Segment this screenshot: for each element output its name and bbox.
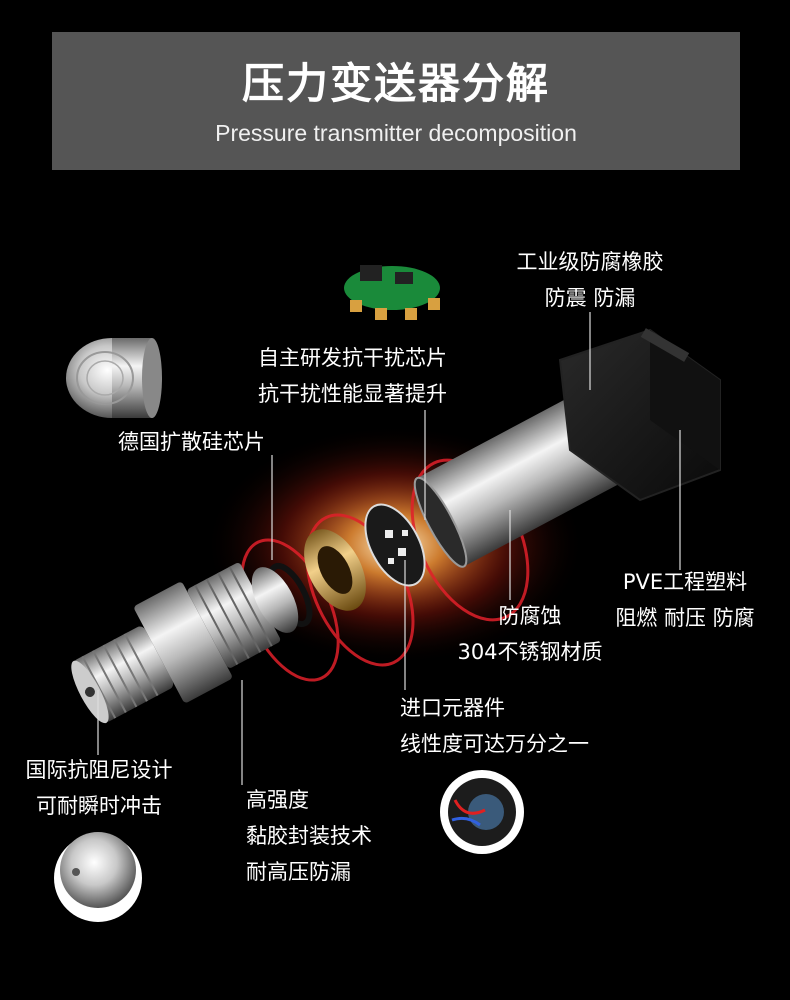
page-subtitle: Pressure transmitter decomposition bbox=[215, 120, 577, 146]
sealing-line-1: 高强度 bbox=[246, 788, 309, 812]
rubber-line-2: 防震 防漏 bbox=[544, 286, 636, 310]
chip-line-2: 抗干扰性能显著提升 bbox=[258, 382, 447, 406]
page-title: 压力变送器分解 bbox=[241, 59, 550, 108]
steel-line-2: 304不锈钢材质 bbox=[457, 640, 603, 664]
silicon-chip-detail bbox=[66, 338, 162, 418]
plastic-line-2: 阻燃 耐压 防腐 bbox=[615, 606, 755, 630]
chip-label: 自主研发抗干扰芯片 抗干扰性能显著提升 bbox=[258, 340, 447, 412]
steel-label: 防腐蚀 304不锈钢材质 bbox=[440, 598, 620, 670]
sealing-line-3: 耐高压防漏 bbox=[246, 860, 351, 884]
title-banner: 压力变送器分解 Pressure transmitter decompositi… bbox=[52, 32, 740, 170]
port-closeup bbox=[54, 832, 142, 922]
component-label: 进口元器件 线性度可达万分之一 bbox=[400, 690, 589, 762]
plastic-label: PVE工程塑料 阻燃 耐压 防腐 bbox=[605, 564, 765, 636]
top-chip-detail bbox=[344, 265, 440, 320]
steel-line-1: 防腐蚀 bbox=[498, 604, 562, 628]
threaded-port bbox=[71, 562, 281, 724]
silicon-line-1: 德国扩散硅芯片 bbox=[118, 430, 265, 454]
wiring-closeup bbox=[440, 770, 524, 854]
chip-line-1: 自主研发抗干扰芯片 bbox=[258, 346, 447, 370]
leader-lines bbox=[97, 312, 681, 785]
damping-line-1: 国际抗阻尼设计 bbox=[25, 758, 173, 782]
silicon-label: 德国扩散硅芯片 bbox=[118, 424, 265, 460]
circuit-board bbox=[364, 503, 426, 587]
damping-line-2: 可耐瞬时冲击 bbox=[36, 794, 162, 818]
rubber-line-1: 工业级防腐橡胶 bbox=[516, 250, 664, 274]
sensor-core bbox=[251, 567, 299, 633]
rubber-label: 工业级防腐橡胶 防震 防漏 bbox=[500, 244, 680, 316]
sealing-label: 高强度 黏胶封装技术 耐高压防漏 bbox=[246, 782, 372, 890]
plastic-line-1: PVE工程塑料 bbox=[622, 570, 748, 594]
component-line-2: 线性度可达万分之一 bbox=[400, 732, 589, 756]
component-line-1: 进口元器件 bbox=[400, 696, 505, 720]
damping-label: 国际抗阻尼设计 可耐瞬时冲击 bbox=[14, 752, 184, 824]
sealing-line-2: 黏胶封装技术 bbox=[246, 824, 372, 848]
